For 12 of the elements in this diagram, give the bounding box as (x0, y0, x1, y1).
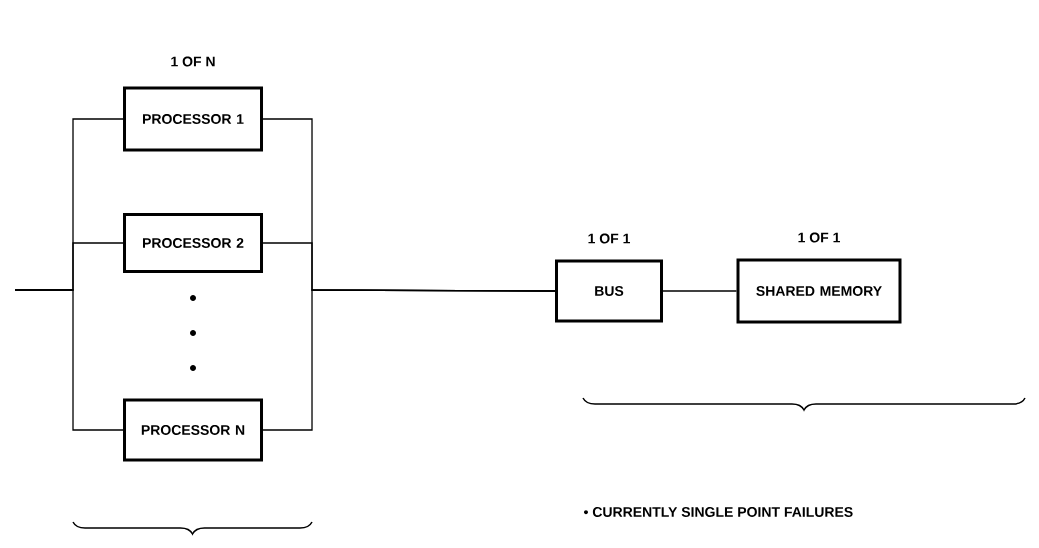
block-box: BUS (555, 259, 663, 323)
block-box: SHARED MEMORY (736, 258, 902, 324)
count-label: 1 OF 1 (798, 232, 840, 243)
block-box: PROCESSOR 1 (123, 86, 263, 152)
connector-line (14, 289, 124, 431)
block-box: PROCESSOR N (123, 398, 263, 462)
count-label: 1 OF N (171, 56, 215, 67)
connector-line (262, 289, 556, 431)
block-box: PROCESSOR 2 (123, 213, 263, 273)
count-label: 1 OF 1 (588, 233, 630, 244)
connector-line (662, 290, 738, 292)
note-text: • CURRENTLY SINGLE POINT FAILURES (584, 507, 853, 517)
